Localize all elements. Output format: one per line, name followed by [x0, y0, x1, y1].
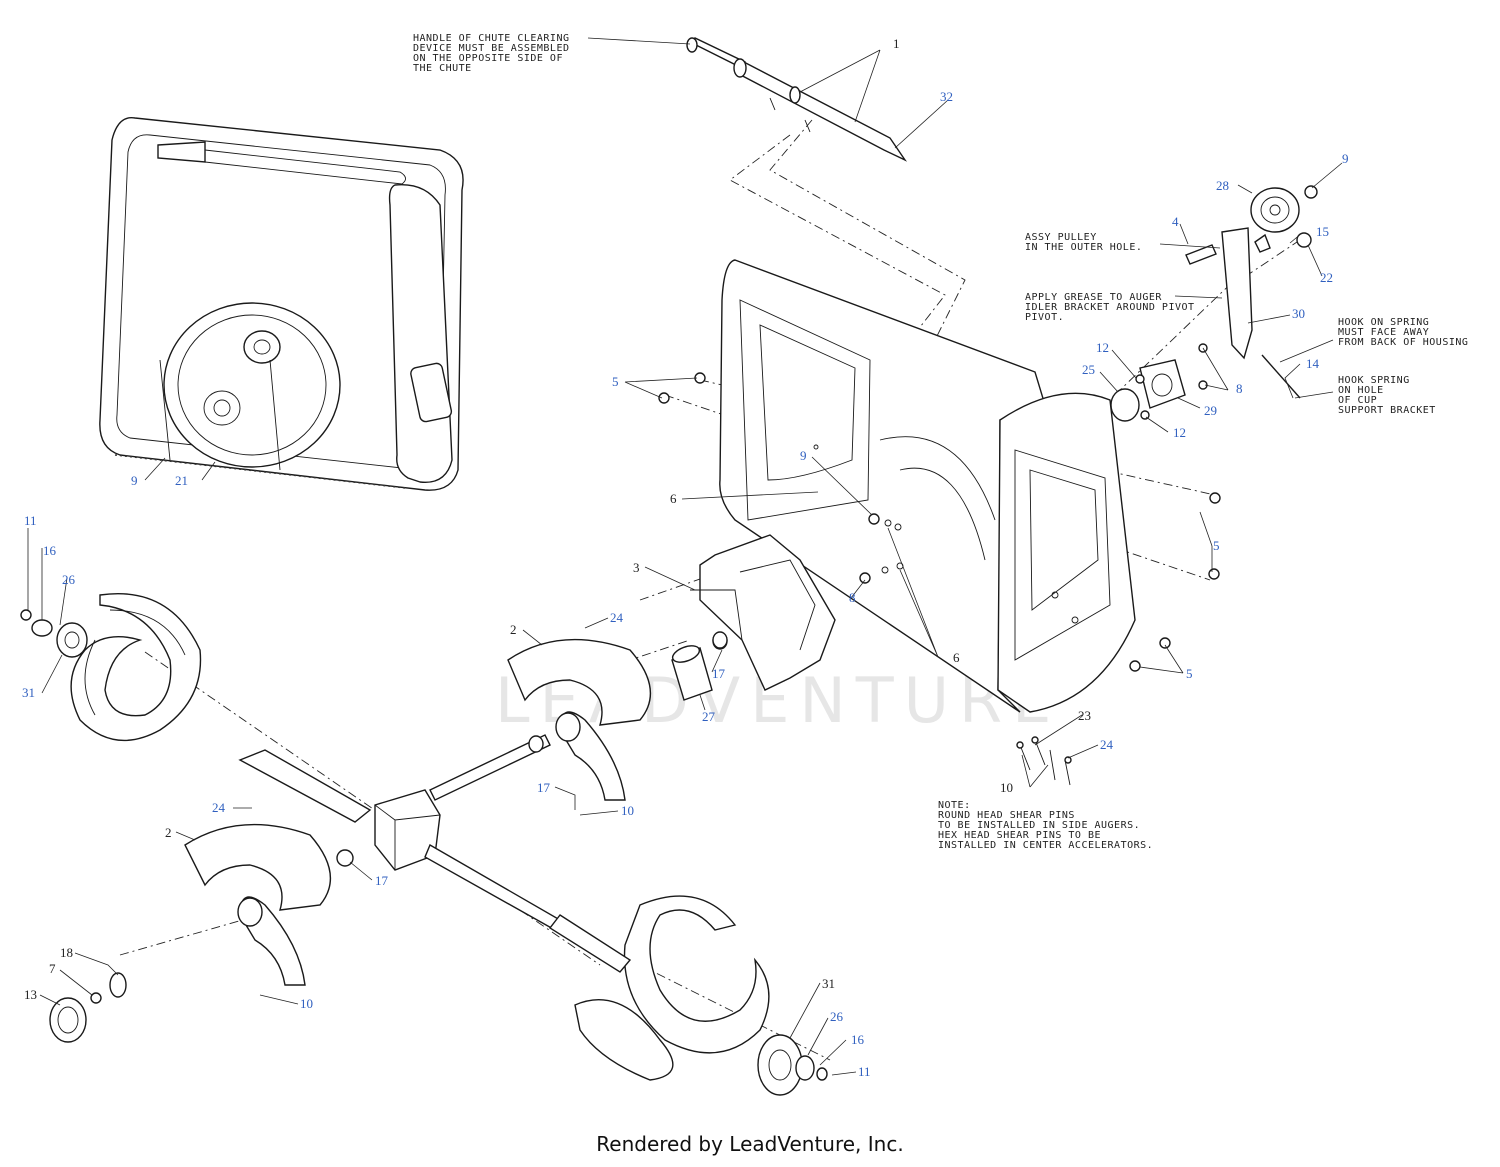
callout-1[interactable]: 1 [893, 36, 900, 51]
callout-2[interactable]: 2 [510, 622, 517, 637]
callouts: 1 32 9 28 4 15 22 30 14 12 25 8 29 12 5 … [22, 36, 1349, 1079]
leader-lines [27, 37, 1343, 1076]
housing-fasteners-drawing [658, 372, 1221, 672]
note-shear-pins: NOTE: ROUND HEAD SHEAR PINS TO BE INSTAL… [938, 800, 1153, 851]
callout-29[interactable]: 29 [1204, 403, 1217, 418]
callout-2[interactable]: 2 [165, 825, 172, 840]
callout-8[interactable]: 8 [1236, 381, 1243, 396]
callout-26[interactable]: 26 [830, 1009, 844, 1024]
svg-text:DEVICE MUST BE ASSEMBLED: DEVICE MUST BE ASSEMBLED [413, 43, 570, 54]
chute-handle-drawing [686, 37, 908, 162]
callout-8[interactable]: 8 [849, 590, 856, 605]
callout-32[interactable]: 32 [940, 89, 953, 104]
callout-12[interactable]: 12 [1096, 340, 1109, 355]
svg-text:PIVOT.: PIVOT. [1025, 312, 1064, 323]
note-hook-spring-away: HOOK ON SPRING MUST FACE AWAY FROM BACK … [1338, 317, 1468, 348]
callout-6[interactable]: 6 [953, 650, 960, 665]
callout-23[interactable]: 23 [1078, 708, 1091, 723]
svg-text:NOTE:: NOTE: [938, 800, 971, 811]
auger-housing-drawing [719, 259, 1136, 713]
callout-14[interactable]: 14 [1306, 356, 1320, 371]
callout-22[interactable]: 22 [1320, 270, 1333, 285]
svg-text:TO BE INSTALLED IN SIDE AUGERS: TO BE INSTALLED IN SIDE AUGERS. [938, 820, 1140, 831]
callout-24[interactable]: 24 [212, 800, 226, 815]
footer-credit: Rendered by LeadVenture, Inc. [596, 1132, 904, 1156]
callout-24[interactable]: 24 [610, 610, 624, 625]
svg-text:HOOK ON SPRING: HOOK ON SPRING [1338, 317, 1429, 328]
callout-7[interactable]: 7 [49, 961, 56, 976]
callout-5[interactable]: 5 [612, 374, 619, 389]
shaft-gearbox-drawing [238, 631, 728, 973]
svg-text:MUST FACE AWAY: MUST FACE AWAY [1338, 327, 1429, 338]
callout-5[interactable]: 5 [1213, 538, 1220, 553]
callout-16[interactable]: 16 [851, 1032, 865, 1047]
callout-17[interactable]: 17 [537, 780, 551, 795]
callout-12[interactable]: 12 [1173, 425, 1186, 440]
assembled-housing-drawing [99, 116, 464, 491]
callout-10[interactable]: 10 [621, 803, 634, 818]
callout-13[interactable]: 13 [24, 987, 37, 1002]
callout-6[interactable]: 6 [670, 491, 677, 506]
callout-27[interactable]: 27 [702, 709, 716, 724]
svg-text:HOOK SPRING: HOOK SPRING [1338, 375, 1410, 386]
callout-9[interactable]: 9 [1342, 151, 1349, 166]
svg-text:IN THE OUTER HOLE.: IN THE OUTER HOLE. [1025, 242, 1142, 253]
svg-text:ON THE OPPOSITE SIDE OF: ON THE OPPOSITE SIDE OF [413, 53, 563, 64]
svg-text:INSTALLED IN CENTER ACCELERATO: INSTALLED IN CENTER ACCELERATORS. [938, 840, 1153, 851]
callout-5[interactable]: 5 [1186, 666, 1193, 681]
callout-11[interactable]: 11 [24, 513, 37, 528]
note-assy-pulley: ASSY PULLEY IN THE OUTER HOLE. [1025, 232, 1142, 253]
svg-text:ROUND HEAD SHEAR PINS: ROUND HEAD SHEAR PINS [938, 810, 1075, 821]
wheel-drawing [49, 972, 127, 1043]
svg-text:HEX HEAD SHEAR PINS TO BE: HEX HEAD SHEAR PINS TO BE [938, 830, 1101, 841]
callout-17[interactable]: 17 [712, 666, 726, 681]
callout-3[interactable]: 3 [633, 560, 640, 575]
svg-text:IDLER BRACKET AROUND PIVOT: IDLER BRACKET AROUND PIVOT [1025, 302, 1195, 313]
callout-25[interactable]: 25 [1082, 362, 1095, 377]
svg-text:THE CHUTE: THE CHUTE [413, 63, 472, 74]
callout-18[interactable]: 18 [60, 945, 73, 960]
callout-31[interactable]: 31 [822, 976, 835, 991]
callout-4[interactable]: 4 [1172, 214, 1179, 229]
svg-text:OF CUP: OF CUP [1338, 395, 1377, 406]
callout-26[interactable]: 26 [62, 572, 76, 587]
callout-31[interactable]: 31 [22, 685, 35, 700]
callout-10[interactable]: 10 [1000, 780, 1013, 795]
svg-text:SUPPORT BRACKET: SUPPORT BRACKET [1338, 405, 1436, 416]
callout-9[interactable]: 9 [131, 473, 138, 488]
line-art [20, 37, 1318, 1096]
idler-assembly-drawing [1110, 185, 1318, 422]
callout-9[interactable]: 9 [800, 448, 807, 463]
note-hook-spring-hole: HOOK SPRING ON HOLE OF CUP SUPPORT BRACK… [1338, 375, 1436, 416]
bearing-sleeve-drawing [671, 645, 713, 701]
callout-11[interactable]: 11 [858, 1064, 871, 1079]
note-grease: APPLY GREASE TO AUGER IDLER BRACKET AROU… [1025, 292, 1195, 323]
callout-30[interactable]: 30 [1292, 306, 1305, 321]
svg-text:FROM BACK OF HOUSING: FROM BACK OF HOUSING [1338, 337, 1468, 348]
svg-text:ASSY PULLEY: ASSY PULLEY [1025, 232, 1097, 243]
augers-drawing [20, 593, 828, 1096]
callout-15[interactable]: 15 [1316, 224, 1329, 239]
note-chute-handle: HANDLE OF CHUTE CLEARING DEVICE MUST BE … [413, 33, 570, 74]
callout-17[interactable]: 17 [375, 873, 389, 888]
callout-21[interactable]: 21 [175, 473, 188, 488]
svg-text:HANDLE OF CHUTE CLEARING: HANDLE OF CHUTE CLEARING [413, 33, 570, 44]
callout-10[interactable]: 10 [300, 996, 313, 1011]
svg-text:APPLY GREASE TO AUGER: APPLY GREASE TO AUGER [1025, 292, 1162, 303]
callout-16[interactable]: 16 [43, 543, 57, 558]
shear-pins-drawing [1016, 736, 1072, 786]
callout-28[interactable]: 28 [1216, 178, 1229, 193]
callout-24[interactable]: 24 [1100, 737, 1114, 752]
svg-text:ON HOLE: ON HOLE [1338, 385, 1384, 396]
